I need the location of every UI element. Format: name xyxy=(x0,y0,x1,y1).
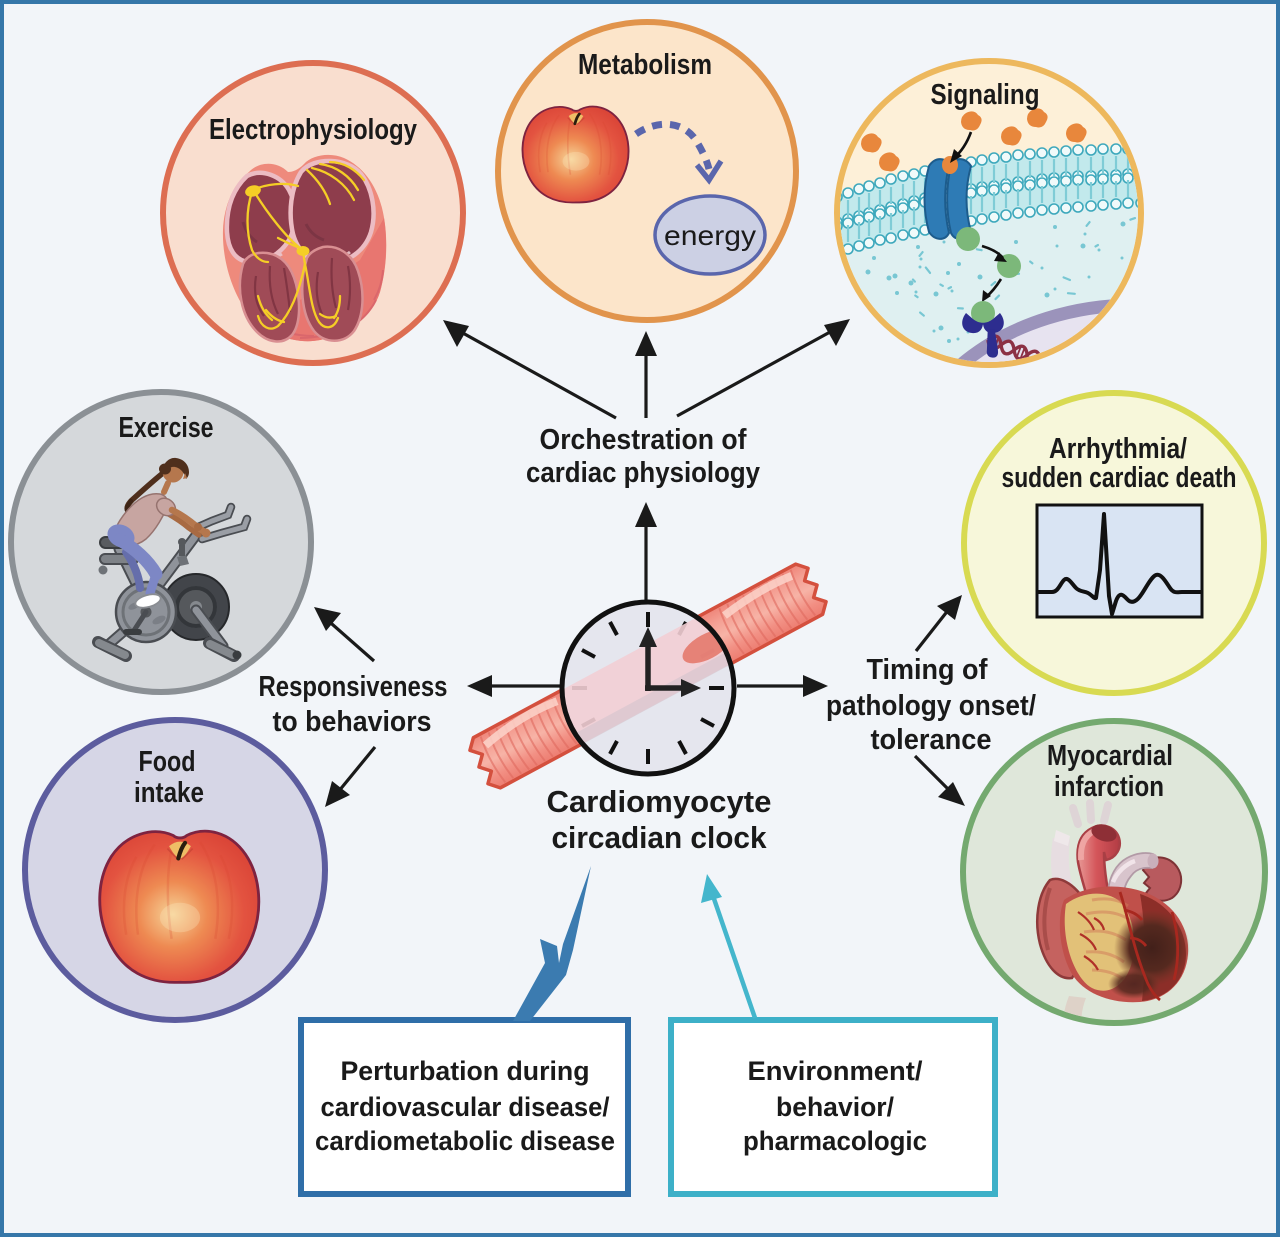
svg-text:Timing of: Timing of xyxy=(867,654,988,686)
svg-text:Exercise: Exercise xyxy=(119,412,214,444)
svg-text:cardiometabolic disease: cardiometabolic disease xyxy=(315,1126,615,1156)
svg-text:Metabolism: Metabolism xyxy=(578,49,712,81)
svg-text:infarction: infarction xyxy=(1054,771,1164,803)
svg-text:cardiac physiology: cardiac physiology xyxy=(526,457,760,489)
svg-text:pharmacologic: pharmacologic xyxy=(743,1126,927,1156)
svg-text:Responsiveness: Responsiveness xyxy=(259,671,448,703)
svg-text:Perturbation during: Perturbation during xyxy=(341,1056,590,1086)
svg-text:Cardiomyocyte: Cardiomyocyte xyxy=(547,784,772,819)
svg-text:energy: energy xyxy=(664,220,756,251)
svg-text:Orchestration of: Orchestration of xyxy=(540,424,747,456)
svg-text:to behaviors: to behaviors xyxy=(273,706,432,738)
svg-text:circadian clock: circadian clock xyxy=(552,820,768,855)
svg-text:Electrophysiology: Electrophysiology xyxy=(209,114,417,146)
svg-text:Environment/: Environment/ xyxy=(748,1056,923,1086)
svg-text:Myocardial: Myocardial xyxy=(1047,740,1173,772)
svg-text:Food: Food xyxy=(139,746,196,778)
svg-text:behavior/: behavior/ xyxy=(776,1092,894,1122)
svg-text:Signaling: Signaling xyxy=(931,79,1040,111)
svg-text:tolerance: tolerance xyxy=(871,724,992,756)
svg-text:pathology onset/: pathology onset/ xyxy=(826,690,1036,722)
svg-text:Arrhythmia/: Arrhythmia/ xyxy=(1049,433,1187,465)
svg-text:cardiovascular disease/: cardiovascular disease/ xyxy=(321,1092,610,1122)
svg-text:sudden cardiac death: sudden cardiac death xyxy=(1002,462,1237,494)
svg-text:intake: intake xyxy=(134,777,204,809)
